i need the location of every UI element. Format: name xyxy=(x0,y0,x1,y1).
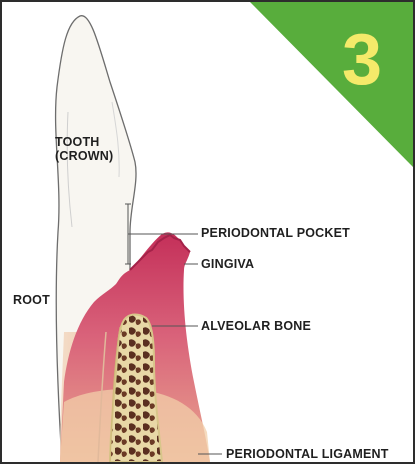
label-alveolar-bone: ALVEOLAR BONE xyxy=(201,319,311,333)
label-periodontal-ligament: PERIODONTAL LIGAMENT xyxy=(226,447,389,461)
badge-triangle xyxy=(250,2,413,167)
label-tooth-crown-line1: TOOTH xyxy=(55,135,113,149)
label-periodontal-pocket: PERIODONTAL POCKET xyxy=(201,226,350,240)
label-gingiva: GINGIVA xyxy=(201,257,254,271)
label-tooth-crown: TOOTH (CROWN) xyxy=(55,135,113,163)
label-root: ROOT xyxy=(13,293,50,307)
label-tooth-crown-line2: (CROWN) xyxy=(55,149,113,163)
badge-number: 3 xyxy=(342,24,382,96)
